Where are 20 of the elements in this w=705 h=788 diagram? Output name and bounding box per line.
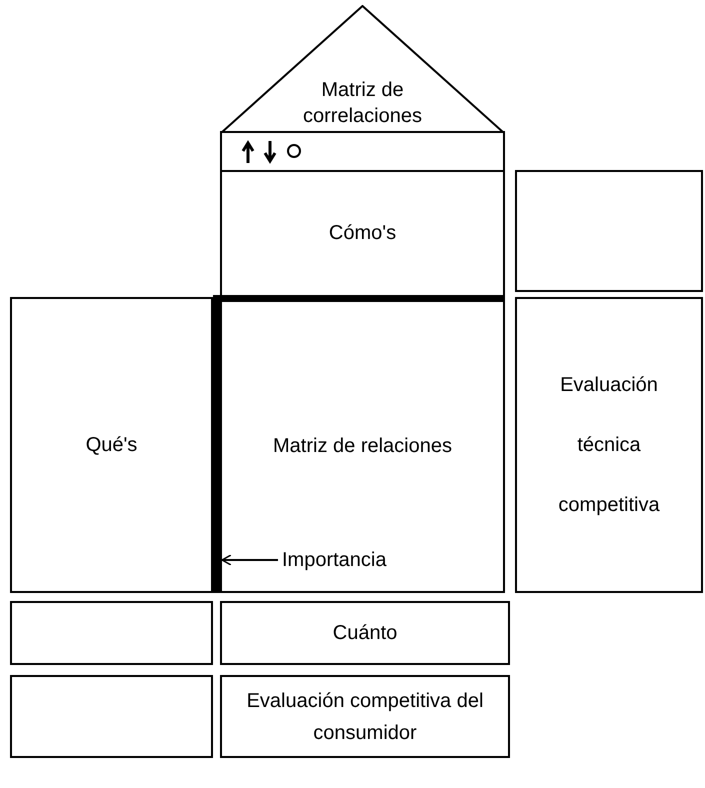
empty-box xyxy=(10,601,213,665)
leader-arrow xyxy=(221,554,278,566)
section-label: Cuánto xyxy=(332,622,398,644)
section-box xyxy=(515,297,703,593)
section-label: Cómo's xyxy=(328,222,396,245)
importance-label: Importancia xyxy=(282,548,386,572)
section-box xyxy=(220,170,505,297)
empty-box xyxy=(10,675,213,758)
section-label: Matriz de relaciones xyxy=(273,435,452,458)
section-label: Qué's xyxy=(86,434,138,456)
thick-bar xyxy=(213,295,222,593)
symbol-strip xyxy=(220,131,505,172)
section-label: Evaluación técnica competitiva xyxy=(557,373,661,518)
empty-box xyxy=(515,170,703,292)
section-label: Evaluación competitiva del consumidor xyxy=(246,688,484,746)
section-box xyxy=(10,297,213,593)
roof-label: Matriz de correlaciones xyxy=(302,78,423,129)
section-box xyxy=(220,295,505,593)
section-box xyxy=(220,601,510,665)
section-box xyxy=(220,675,510,758)
